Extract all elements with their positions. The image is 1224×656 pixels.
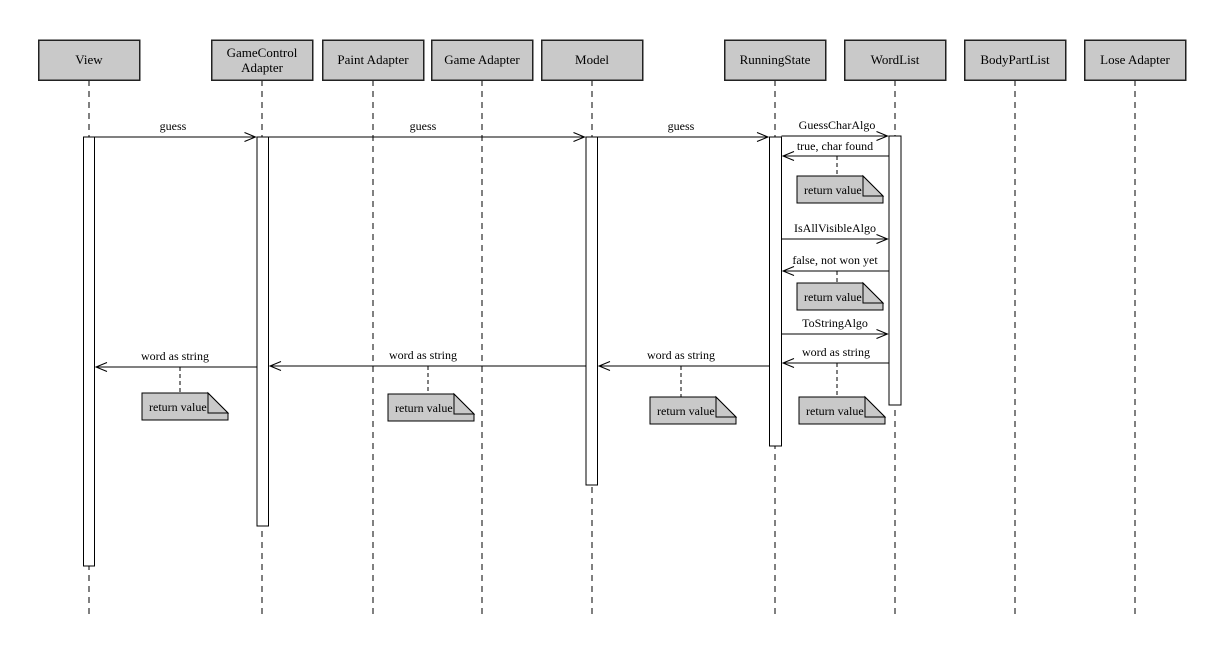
note-fold-icon <box>207 391 230 414</box>
message-label: word as string <box>141 349 209 363</box>
actor-bodypartlist: BodyPartList <box>963 39 1067 616</box>
message-return-word-wordlist-to-runningstate: word as string <box>781 345 889 368</box>
actor-label-paint-adapter: Paint Adapter <box>337 52 409 67</box>
message-label: guess <box>410 119 437 133</box>
note-text: return value <box>395 401 453 415</box>
note-body <box>796 282 884 311</box>
note-fold-icon <box>862 281 885 304</box>
note-return-value-5: return value <box>649 366 738 425</box>
actor-game-adapter: Game Adapter <box>430 39 534 616</box>
message-label: IsAllVisibleAlgo <box>794 221 876 235</box>
actor-box-lose-adapter <box>1083 39 1187 81</box>
actor-box-model <box>540 39 644 81</box>
actor-model: Model <box>540 39 644 616</box>
note-return-value-1: return value <box>796 156 885 204</box>
actor-box-wordlist <box>843 39 947 81</box>
activation-runningstate <box>769 136 782 447</box>
actor-box-paint-adapter <box>321 39 425 81</box>
actor-label-wordlist: WordList <box>871 52 920 67</box>
note-text: return value <box>149 400 207 414</box>
message-label: GuessCharAlgo <box>799 118 876 132</box>
actor-box-game-adapter <box>430 39 534 81</box>
note-body <box>798 396 886 425</box>
actor-label-view: View <box>75 52 103 67</box>
note-return-value-2: return value <box>796 271 885 311</box>
message-label: word as string <box>389 348 457 362</box>
note-fold-icon <box>453 392 476 415</box>
message-guess-view-to-gamecontrol: guess <box>94 119 257 142</box>
actor-box-bodypartlist <box>963 39 1067 81</box>
message-label: word as string <box>802 345 870 359</box>
actor-box-view <box>37 39 141 81</box>
message-isallvisiblealgo: IsAllVisibleAlgo <box>781 221 889 244</box>
message-label: ToStringAlgo <box>802 316 868 330</box>
message-label: guess <box>160 119 187 133</box>
note-text: return value <box>806 404 864 418</box>
note-text: return value <box>804 183 862 197</box>
note-body <box>796 175 884 204</box>
message-guess-model-to-runningstate: guess <box>597 119 770 142</box>
note-return-value-4: return value <box>387 366 476 422</box>
message-return-word-model-to-gamecontrol: word as string <box>268 348 586 371</box>
actor-label-model: Model <box>575 52 609 67</box>
note-body <box>141 392 229 421</box>
actor-view: View <box>37 39 141 616</box>
note-text: return value <box>657 404 715 418</box>
note-fold-icon <box>862 174 885 197</box>
note-fold-icon <box>864 395 887 418</box>
actor-label-lose-adapter: Lose Adapter <box>1100 52 1170 67</box>
message-label: word as string <box>647 348 715 362</box>
message-return-true-char-found: true, char found <box>781 139 889 161</box>
actor-label-runningstate: RunningState <box>740 52 811 67</box>
note-return-value-3: return value <box>141 367 230 421</box>
message-return-word-runningstate-to-model: word as string <box>597 348 770 371</box>
note-text: return value <box>804 290 862 304</box>
message-guess-gamecontrol-to-model: guess <box>268 119 586 142</box>
activation-gamecontrol-adapter <box>256 136 269 527</box>
activation-wordlist <box>888 135 902 406</box>
actor-label-bodypartlist: BodyPartList <box>980 52 1050 67</box>
note-return-value-6: return value <box>798 363 887 425</box>
actor-lose-adapter: Lose Adapter <box>1083 39 1187 616</box>
message-label: guess <box>668 119 695 133</box>
message-return-false-not-won-yet: false, not won yet <box>781 253 889 276</box>
message-label: true, char found <box>797 139 873 153</box>
activation-model <box>585 136 598 486</box>
activation-view <box>83 136 95 567</box>
actor-box-gamecontrol-adapter <box>210 39 314 81</box>
actor-paint-adapter: Paint Adapter <box>321 39 425 616</box>
message-return-word-gamecontrol-to-view: word as string <box>94 349 257 372</box>
note-body <box>387 393 475 422</box>
message-label: false, not won yet <box>792 253 878 267</box>
message-tostringalgo: ToStringAlgo <box>781 316 889 339</box>
message-guesscharalgo: GuessCharAlgo <box>781 118 889 141</box>
actor-box-runningstate <box>723 39 827 81</box>
note-fold-icon <box>715 395 738 418</box>
note-body <box>649 396 737 425</box>
actor-label-game-adapter: Game Adapter <box>444 52 520 67</box>
